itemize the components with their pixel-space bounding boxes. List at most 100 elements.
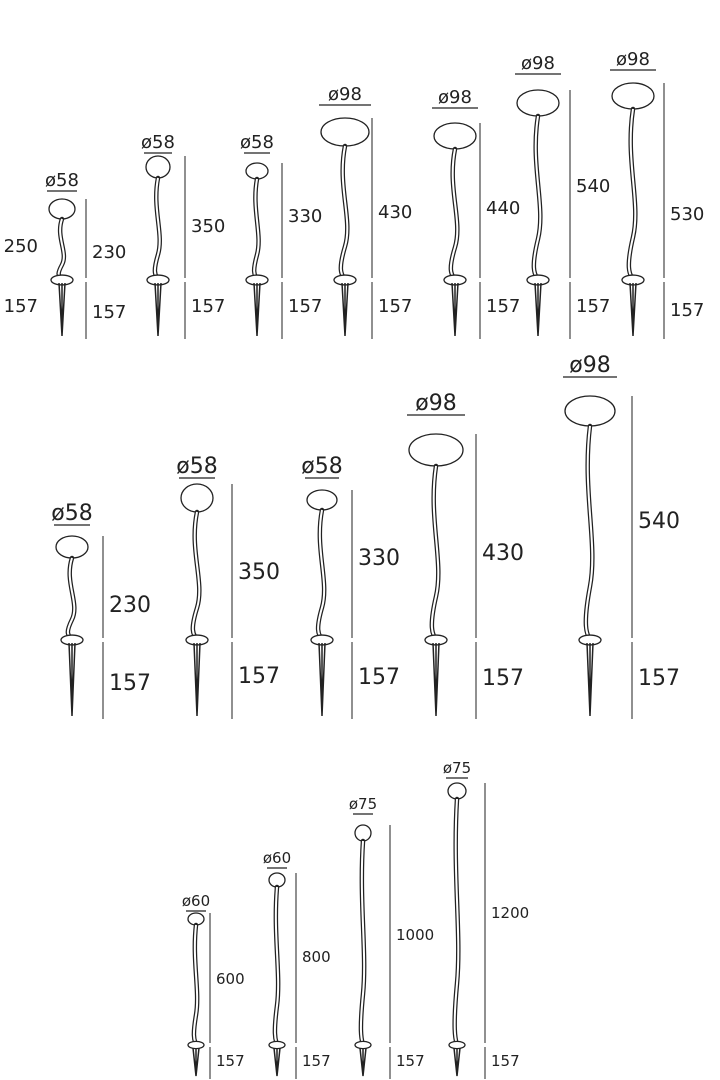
lamp: ø98 530 157 xyxy=(610,49,704,339)
spike-length-label: 157 xyxy=(486,296,520,317)
lamp-stem xyxy=(192,924,199,1046)
spike-length-label: 157 xyxy=(358,665,400,690)
height-label: 440 xyxy=(486,198,520,219)
height-label: 350 xyxy=(238,560,280,585)
ground-spike xyxy=(341,282,349,337)
ground-spike xyxy=(192,1047,200,1077)
base-plate xyxy=(354,1040,372,1050)
diameter-label: ø58 xyxy=(240,132,274,153)
spike-length-label: 157 xyxy=(288,296,322,317)
lamp-head xyxy=(145,155,171,179)
ground-spike xyxy=(193,642,201,717)
lamp-stem xyxy=(430,465,440,641)
lamp-head xyxy=(306,489,338,511)
lamp: ø60 600 157 xyxy=(182,892,245,1079)
overall-height-label: 250 xyxy=(4,236,38,257)
height-label: 540 xyxy=(576,176,610,197)
lamp: ø98 440 157 xyxy=(432,87,520,339)
lamp-stem xyxy=(627,108,637,281)
ground-spike xyxy=(453,1047,461,1077)
spike-length-label: 157 xyxy=(396,1052,425,1070)
height-label: 350 xyxy=(191,216,225,237)
lamp-head xyxy=(516,89,560,117)
ground-spike xyxy=(273,1047,281,1077)
height-label: 330 xyxy=(358,546,400,571)
lamp-head xyxy=(433,122,477,150)
spike-length-label-left: 157 xyxy=(4,296,38,317)
spike-length-label: 157 xyxy=(670,300,704,321)
ground-spike xyxy=(534,282,542,337)
ground-spike xyxy=(253,282,261,337)
height-label: 430 xyxy=(482,541,524,566)
diameter-label: ø58 xyxy=(141,132,175,153)
diameter-label: ø60 xyxy=(263,849,291,867)
lamp: ø58 230 157 250 157 xyxy=(4,170,126,339)
height-label: 530 xyxy=(670,204,704,225)
ground-spike xyxy=(359,1047,367,1077)
ground-spike xyxy=(154,282,162,337)
diameter-label: ø98 xyxy=(569,353,610,378)
row-2: ø58 230 157 ø58 350 157 ø58 330 157 ø98 430 157 ø98 5… xyxy=(51,353,680,719)
diameter-label: ø58 xyxy=(176,454,217,479)
diameter-label: ø98 xyxy=(438,87,472,108)
ground-spike xyxy=(451,282,459,337)
spike-length-label: 157 xyxy=(109,671,151,696)
lamp-head xyxy=(611,82,655,110)
diameter-label: ø98 xyxy=(521,53,555,74)
height-label: 1200 xyxy=(491,904,529,922)
diameter-label: ø75 xyxy=(349,795,377,813)
lamp-head xyxy=(447,782,467,800)
lamp-head xyxy=(180,483,214,513)
diameter-label: ø98 xyxy=(616,49,650,70)
height-label: 800 xyxy=(302,948,331,966)
ground-spike xyxy=(586,642,594,717)
height-label: 230 xyxy=(109,593,151,618)
diameter-label: ø60 xyxy=(182,892,210,910)
base-plate xyxy=(187,1040,205,1050)
lamp-head xyxy=(564,395,616,427)
diameter-label: ø75 xyxy=(443,759,471,777)
base-plate xyxy=(448,1040,466,1050)
height-label: 540 xyxy=(638,509,680,534)
lamp-head xyxy=(320,117,370,147)
lamp: ø58 230 157 xyxy=(51,501,151,719)
lamp: ø75 1200 157 xyxy=(443,759,529,1079)
lamp: ø98 540 157 xyxy=(515,53,610,339)
ground-spike xyxy=(432,642,440,717)
height-label: 330 xyxy=(288,206,322,227)
lamp-stem xyxy=(532,115,542,281)
lamp: ø58 350 157 xyxy=(176,454,280,719)
lamp-head xyxy=(48,198,76,220)
spike-length-label: 157 xyxy=(238,664,280,689)
spike-length-label: 157 xyxy=(378,296,412,317)
diameter-label: ø58 xyxy=(301,454,342,479)
diameter-label: ø98 xyxy=(415,391,456,416)
spike-length-label: 157 xyxy=(638,666,680,691)
lamp-stem xyxy=(453,798,460,1046)
lamp-stem xyxy=(584,425,594,641)
ground-spike xyxy=(629,282,637,337)
spike-length-label: 157 xyxy=(576,296,610,317)
height-label: 600 xyxy=(216,970,245,988)
diameter-label: ø58 xyxy=(51,501,92,526)
lamp: ø98 540 157 xyxy=(563,353,680,719)
lamp-head xyxy=(408,433,464,467)
diameter-label: ø98 xyxy=(328,84,362,105)
lamp-head xyxy=(354,824,372,842)
height-label: 230 xyxy=(92,242,126,263)
spike-length-label: 157 xyxy=(92,302,126,323)
lamp-stem xyxy=(273,886,280,1046)
spike-length-label: 157 xyxy=(491,1052,520,1070)
lamp-head xyxy=(55,535,89,559)
base-plate xyxy=(268,1040,286,1050)
diameter-label: ø58 xyxy=(45,170,79,191)
lamp: ø58 330 157 xyxy=(240,132,322,339)
spike-length-label: 157 xyxy=(216,1052,245,1070)
lamp-head xyxy=(245,162,269,180)
